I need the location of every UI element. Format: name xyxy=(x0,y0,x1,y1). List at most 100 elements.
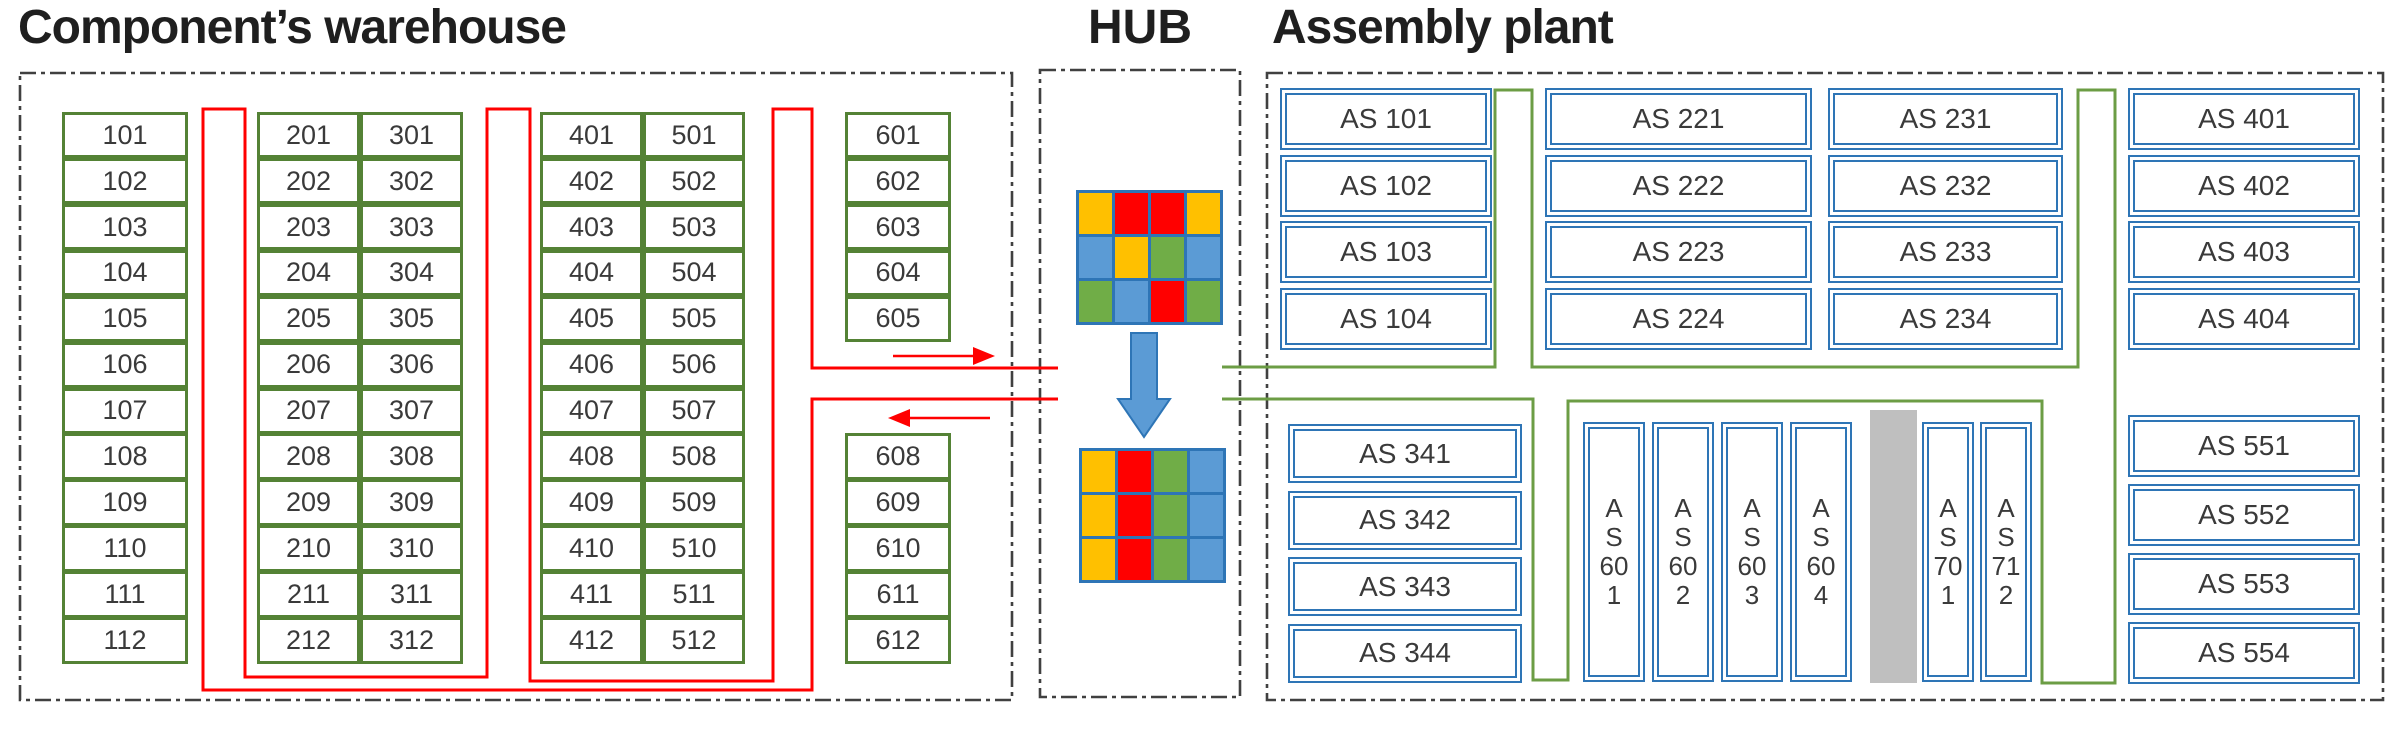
assembly-station: AS 224 xyxy=(1545,287,1812,350)
assembly-station-label: AS 231 xyxy=(1833,93,2058,145)
assembly-station-label: A S 60 4 xyxy=(1795,427,1847,677)
component-square-green xyxy=(1079,281,1112,322)
hub-sort-arrow-icon xyxy=(1116,332,1172,439)
assembly-station-label: AS 342 xyxy=(1293,495,1517,545)
component-square-green xyxy=(1154,495,1187,536)
outbound-arrow-icon xyxy=(893,347,995,365)
warehouse-cell: 409 xyxy=(540,479,643,526)
assembly-station: AS 404 xyxy=(2128,287,2360,350)
assembly-station-label: A S 70 1 xyxy=(1927,427,1969,677)
warehouse-cell: 410 xyxy=(540,525,643,572)
warehouse-cell: 510 xyxy=(643,525,745,572)
warehouse-cell: 204 xyxy=(257,249,360,297)
warehouse-cell: 308 xyxy=(360,433,463,480)
warehouse-cell: 309 xyxy=(360,479,463,526)
hub-border xyxy=(1038,68,1242,699)
warehouse-cell: 611 xyxy=(845,571,951,618)
warehouse-cell: 106 xyxy=(62,341,188,388)
assembly-station-label: AS 401 xyxy=(2133,93,2355,145)
component-square-red xyxy=(1118,451,1151,492)
warehouse-cell: 209 xyxy=(257,479,360,526)
warehouse-cell: 502 xyxy=(643,157,745,205)
component-square-green xyxy=(1187,281,1220,322)
warehouse-cell: 401 xyxy=(540,112,643,159)
warehouse-cell: 507 xyxy=(643,387,745,434)
warehouse-cell: 609 xyxy=(845,479,951,526)
assembly-station-label: AS 553 xyxy=(2133,558,2355,610)
component-square-green xyxy=(1154,451,1187,492)
warehouse-cell: 302 xyxy=(360,157,463,205)
warehouse-cell: 408 xyxy=(540,433,643,480)
assembly-station: AS 231 xyxy=(1828,88,2063,150)
warehouse-cell: 107 xyxy=(62,387,188,434)
warehouse-cell: 108 xyxy=(62,433,188,480)
component-square-red xyxy=(1151,193,1184,234)
assembly-station: AS 233 xyxy=(1828,221,2063,283)
component-square-blue xyxy=(1190,495,1223,536)
assembly-station: AS 102 xyxy=(1280,154,1492,217)
warehouse-cell: 101 xyxy=(62,112,188,159)
assembly-station-label: AS 343 xyxy=(1293,562,1517,611)
warehouse-cell: 604 xyxy=(845,249,951,297)
component-square-blue xyxy=(1115,281,1148,322)
assembly-station-label: A S 60 2 xyxy=(1657,427,1709,677)
gray-divider-bar xyxy=(1870,410,1917,683)
component-square-orange xyxy=(1187,193,1220,234)
warehouse-cell: 203 xyxy=(257,203,360,251)
assembly-station: A S 60 2 xyxy=(1652,422,1714,682)
assembly-station: AS 103 xyxy=(1280,221,1492,283)
warehouse-cell: 504 xyxy=(643,249,745,297)
warehouse-cell: 509 xyxy=(643,479,745,526)
component-square-blue xyxy=(1187,237,1220,278)
assembly-station: AS 222 xyxy=(1545,154,1812,217)
warehouse-cell: 111 xyxy=(62,571,188,618)
warehouse-cell: 102 xyxy=(62,157,188,205)
assembly-station-label: A S 60 3 xyxy=(1726,427,1778,677)
assembly-station: AS 402 xyxy=(2128,154,2360,217)
component-square-red xyxy=(1151,281,1184,322)
assembly-station-label: AS 103 xyxy=(1285,226,1487,278)
assembly-station-label: AS 341 xyxy=(1293,429,1517,478)
warehouse-cell: 603 xyxy=(845,203,951,251)
warehouse-cell: 307 xyxy=(360,387,463,434)
assembly-station: AS 401 xyxy=(2128,88,2360,150)
return-arrow-icon xyxy=(888,409,990,427)
component-square-orange xyxy=(1082,451,1115,492)
assembly-station: AS 101 xyxy=(1280,88,1492,150)
warehouse-cell: 105 xyxy=(62,295,188,343)
assembly-station: AS 554 xyxy=(2128,622,2360,684)
assembly-station-label: AS 102 xyxy=(1285,159,1487,212)
warehouse-cell: 306 xyxy=(360,341,463,388)
warehouse-cell: 304 xyxy=(360,249,463,297)
warehouse-cell: 406 xyxy=(540,341,643,388)
warehouse-cell: 305 xyxy=(360,295,463,343)
component-square-red xyxy=(1118,495,1151,536)
component-square-orange xyxy=(1079,193,1112,234)
assembly-station-label: AS 224 xyxy=(1550,292,1807,345)
warehouse-cell: 503 xyxy=(643,203,745,251)
warehouse-cell: 103 xyxy=(62,203,188,251)
assembly-station: A S 70 1 xyxy=(1922,422,1974,682)
assembly-station: AS 341 xyxy=(1288,424,1522,483)
warehouse-cell: 505 xyxy=(643,295,745,343)
assembly-station-label: AS 551 xyxy=(2133,420,2355,472)
warehouse-cell: 508 xyxy=(643,433,745,480)
component-square-green xyxy=(1151,237,1184,278)
assembly-station: AS 551 xyxy=(2128,415,2360,477)
assembly-station-label: AS 223 xyxy=(1550,226,1807,278)
assembly-station: AS 104 xyxy=(1280,287,1492,350)
assembly-station-label: AS 233 xyxy=(1833,226,2058,278)
component-square-orange xyxy=(1115,237,1148,278)
warehouse-cell: 206 xyxy=(257,341,360,388)
warehouse-cell: 310 xyxy=(360,525,463,572)
assembly-station: A S 71 2 xyxy=(1980,422,2032,682)
component-square-red xyxy=(1115,193,1148,234)
assembly-station-label: AS 101 xyxy=(1285,93,1487,145)
assembly-station: A S 60 4 xyxy=(1790,422,1852,682)
warehouse-title: Component’s warehouse xyxy=(18,1,567,54)
warehouse-cell: 207 xyxy=(257,387,360,434)
assembly-station: AS 343 xyxy=(1288,557,1522,616)
warehouse-cell: 109 xyxy=(62,479,188,526)
hub-unsorted-grid xyxy=(1076,190,1223,325)
